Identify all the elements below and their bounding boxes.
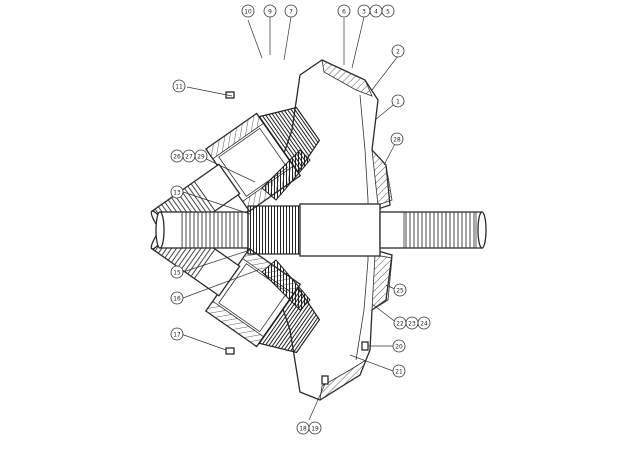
svg-text:19: 19 xyxy=(311,424,319,432)
svg-text:9: 9 xyxy=(268,7,272,15)
callout-19: 19 xyxy=(308,421,322,435)
svg-text:25: 25 xyxy=(396,286,404,294)
callout-10: 10 xyxy=(241,4,255,18)
callout-21: 21 xyxy=(392,364,406,378)
callout-25: 25 xyxy=(393,283,407,297)
callout-9: 9 xyxy=(263,4,277,18)
housing-bolts xyxy=(225,91,369,385)
svg-text:22: 22 xyxy=(396,319,404,327)
callout-16: 16 xyxy=(170,291,184,305)
svg-text:15: 15 xyxy=(173,268,181,276)
svg-text:3: 3 xyxy=(362,7,366,15)
callout-15: 15 xyxy=(170,265,184,279)
svg-text:2: 2 xyxy=(396,47,400,55)
svg-text:18: 18 xyxy=(299,424,307,432)
central-bevel-gears xyxy=(261,149,311,311)
svg-text:13: 13 xyxy=(173,188,181,196)
callout-22: 22 xyxy=(393,316,407,330)
callout-26: 26 xyxy=(170,149,184,163)
svg-text:23: 23 xyxy=(408,319,416,327)
svg-text:6: 6 xyxy=(342,7,346,15)
svg-text:26: 26 xyxy=(173,152,181,160)
svg-text:16: 16 xyxy=(173,294,181,302)
svg-text:5: 5 xyxy=(386,7,390,15)
svg-text:24: 24 xyxy=(420,319,428,327)
svg-text:27: 27 xyxy=(185,152,193,160)
callout-23: 23 xyxy=(405,316,419,330)
leader-lines xyxy=(180,16,399,421)
svg-text:10: 10 xyxy=(244,7,252,15)
callout-29: 29 xyxy=(194,149,208,163)
svg-text:1: 1 xyxy=(396,97,400,105)
svg-text:20: 20 xyxy=(395,342,403,350)
callout-2: 2 xyxy=(391,44,405,58)
svg-text:28: 28 xyxy=(393,135,401,143)
horizontal-main-shaft xyxy=(155,203,487,257)
callout-18: 18 xyxy=(296,421,310,435)
svg-text:11: 11 xyxy=(175,82,183,90)
callout-1: 1 xyxy=(391,94,405,108)
callout-13: 13 xyxy=(170,185,184,199)
callout-24: 24 xyxy=(417,316,431,330)
callout-17: 17 xyxy=(170,327,184,341)
callout-11: 11 xyxy=(172,79,186,93)
callout-28: 28 xyxy=(390,132,404,146)
svg-text:7: 7 xyxy=(289,7,293,15)
callout-5: 5 xyxy=(381,4,395,18)
svg-text:17: 17 xyxy=(173,330,181,338)
callout-4: 4 xyxy=(369,4,383,18)
callout-27: 27 xyxy=(182,149,196,163)
callout-7: 7 xyxy=(284,4,298,18)
svg-text:4: 4 xyxy=(374,7,378,15)
callout-6: 6 xyxy=(337,4,351,18)
svg-text:21: 21 xyxy=(395,367,403,375)
svg-text:29: 29 xyxy=(197,152,205,160)
callout-3: 3 xyxy=(357,4,371,18)
callout-20: 20 xyxy=(392,339,406,353)
